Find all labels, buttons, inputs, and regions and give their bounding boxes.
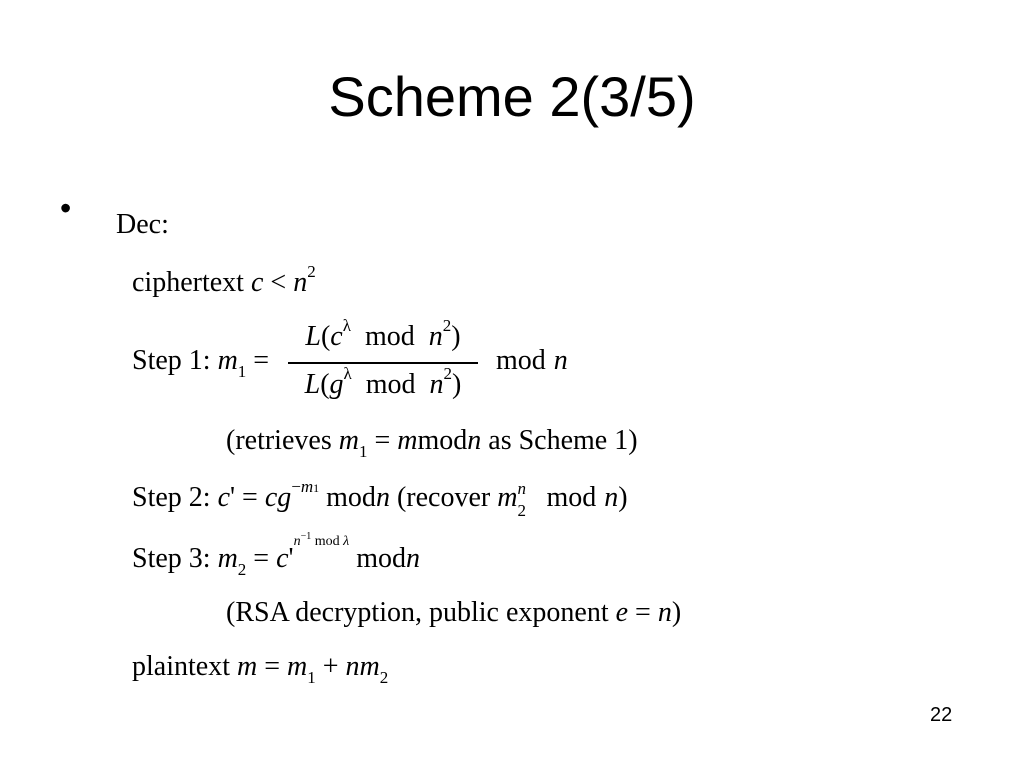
fraction-bar <box>288 362 478 364</box>
step1-label: Step 1: <box>132 345 211 376</box>
ciphertext-line: ciphertext c < n2 <box>132 262 316 298</box>
step1-note: (retrieves m1 = mmodn as Scheme 1) <box>226 425 638 461</box>
ciphertext-formula: c <box>250 267 264 298</box>
page-number: 22 <box>930 704 953 726</box>
step3-note: (RSA decryption, public exponent e = n) <box>226 597 682 628</box>
step3-label: Step 3: <box>132 543 211 574</box>
step3-note-prefix: (RSA decryption, public exponent <box>226 597 609 628</box>
step2-recover-prefix: (recover <box>396 482 491 513</box>
ciphertext-label: ciphertext <box>132 267 244 298</box>
plaintext-label: plaintext <box>132 651 230 682</box>
step3-line: Step 3: m2 = c'n−1 mod λ modn <box>132 531 420 579</box>
step1-note-prefix: (retrieves <box>226 425 332 456</box>
dec-label: Dec: <box>116 209 169 240</box>
step3-note-suffix: ) <box>671 597 682 628</box>
step2-label: Step 2: <box>132 482 211 513</box>
slide-title: Scheme 2(3/5) <box>328 65 696 128</box>
bullet-marker: • <box>60 190 72 226</box>
step1-note-suffix: as Scheme 1) <box>488 425 638 456</box>
step1-line: Step 1: m1 = <box>132 345 270 381</box>
plaintext-line: plaintext m = m1 + nm2 <box>132 651 389 687</box>
